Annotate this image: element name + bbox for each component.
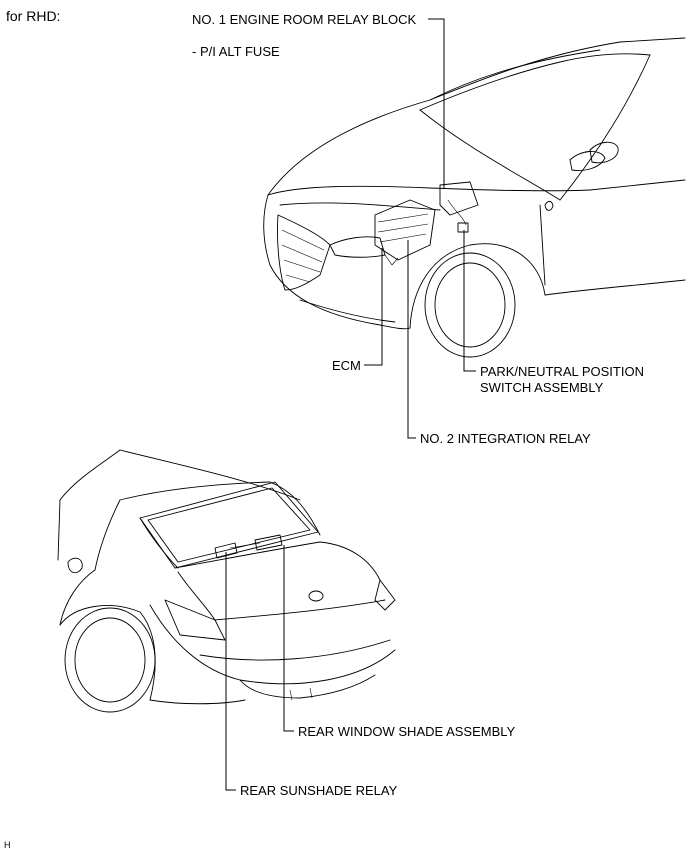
label-integration-relay: NO. 2 INTEGRATION RELAY [420, 431, 591, 446]
rear-car-illustration [57, 449, 396, 713]
leader-rear-sunshade-relay [225, 552, 236, 791]
label-pnp-line2: SWITCH ASSEMBLY [480, 380, 604, 395]
label-rear-sunshade-relay: REAR SUNSHADE RELAY [240, 783, 398, 798]
figure-code: H [4, 840, 11, 850]
label-rear-window-shade: REAR WINDOW SHADE ASSEMBLY [298, 724, 516, 739]
leader-ecm [364, 248, 383, 366]
leader-pnp-switch [463, 230, 476, 372]
leader-lines [225, 18, 476, 791]
leader-relay-block [428, 18, 445, 188]
label-ecm: ECM [332, 358, 361, 373]
front-car-illustration [263, 37, 686, 358]
variant-title: for RHD: [6, 8, 61, 24]
label-pnp-line1: PARK/NEUTRAL POSITION [480, 364, 644, 379]
leader-rear-window-shade [283, 545, 294, 732]
label-relay-block: NO. 1 ENGINE ROOM RELAY BLOCK [192, 12, 417, 27]
leader-integration-relay [407, 240, 416, 439]
label-fuse: - P/I ALT FUSE [192, 44, 280, 59]
